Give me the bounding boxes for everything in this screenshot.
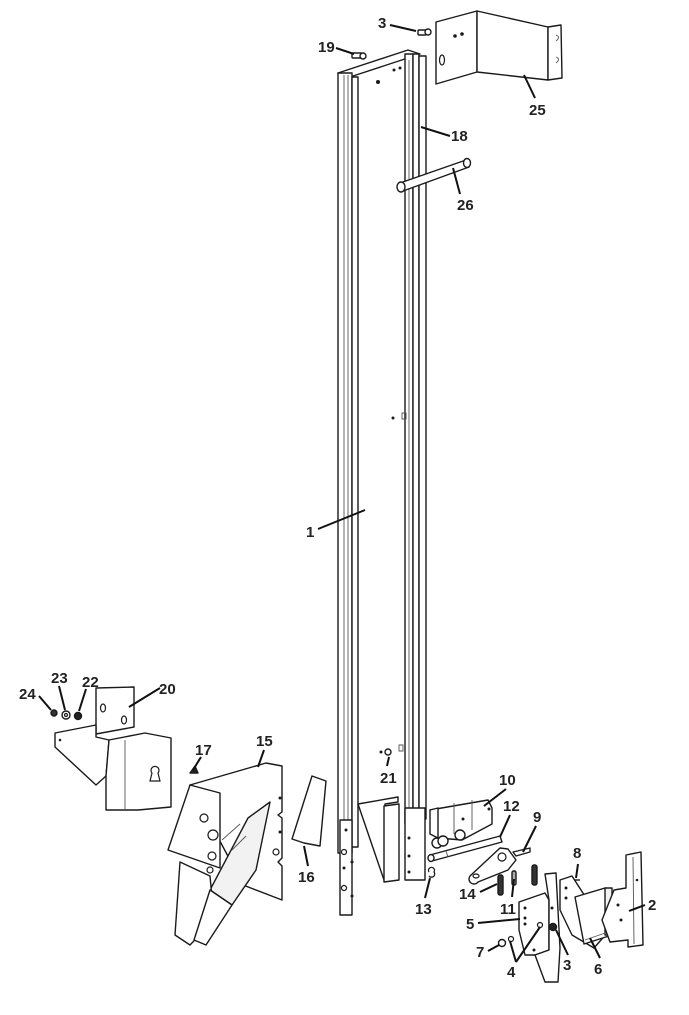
part-16-cover-plate: [291, 775, 327, 847]
callout-18: 18: [451, 128, 468, 145]
part-19-bolt: [351, 52, 367, 60]
part-21-bolt: [379, 748, 392, 756]
callout-6: 6: [594, 961, 602, 978]
callout-22: 22: [82, 674, 99, 691]
callout-11: 11: [500, 901, 516, 918]
callout-labels: 1 2 3 3 4 5 6 7 8 9 10 11 12 13 14 15 16…: [19, 15, 656, 981]
callout-15: 15: [256, 733, 273, 750]
callout-4: 4: [507, 964, 516, 981]
callout-7: 7: [476, 944, 484, 961]
callout-19: 19: [318, 39, 335, 56]
callout-26: 26: [457, 197, 474, 214]
callout-21: 21: [380, 770, 397, 787]
callout-25: 25: [529, 102, 546, 119]
callout-16: 16: [298, 869, 315, 886]
callout-3-bottom: 3: [563, 957, 571, 974]
callout-20: 20: [159, 681, 176, 698]
part-6-catch-block: [559, 875, 613, 949]
part-24-screw: [50, 709, 58, 717]
part-25-top-bracket: [435, 10, 563, 85]
part-26-rod: [396, 157, 472, 193]
part-13-clip: [427, 866, 436, 878]
callout-13: 13: [415, 901, 432, 918]
callout-12: 12: [503, 798, 520, 815]
part-15-latch-housing: [167, 762, 283, 946]
callout-3-top: 3: [378, 15, 386, 32]
part-7-nut: [497, 938, 507, 948]
callout-5: 5: [466, 916, 474, 933]
part-3-top-bolt: [417, 28, 432, 36]
part-1-main-mast: [337, 49, 427, 916]
part-12-pin: [427, 835, 503, 863]
callout-9: 9: [533, 809, 541, 826]
callout-2: 2: [648, 897, 656, 914]
part-2-upright-bracket: [601, 851, 644, 948]
part-23-washer: [61, 710, 71, 720]
callout-14: 14: [459, 886, 476, 903]
part-14-spring: [497, 874, 504, 896]
part-3-bottom-bolt: [548, 922, 558, 932]
part-22-nut: [73, 711, 83, 721]
callout-10: 10: [499, 772, 516, 789]
part-4-washers: [507, 921, 544, 943]
callout-17: 17: [195, 742, 212, 759]
callout-1: 1: [306, 524, 314, 541]
callout-23: 23: [51, 670, 68, 687]
callout-24: 24: [19, 686, 36, 703]
part-10-roller-carriage: [429, 799, 493, 849]
leader-lines: [38, 24, 646, 963]
part-5-side-plate: [518, 872, 561, 983]
callout-8: 8: [573, 845, 581, 862]
part-20-wall-bracket: [54, 686, 172, 811]
